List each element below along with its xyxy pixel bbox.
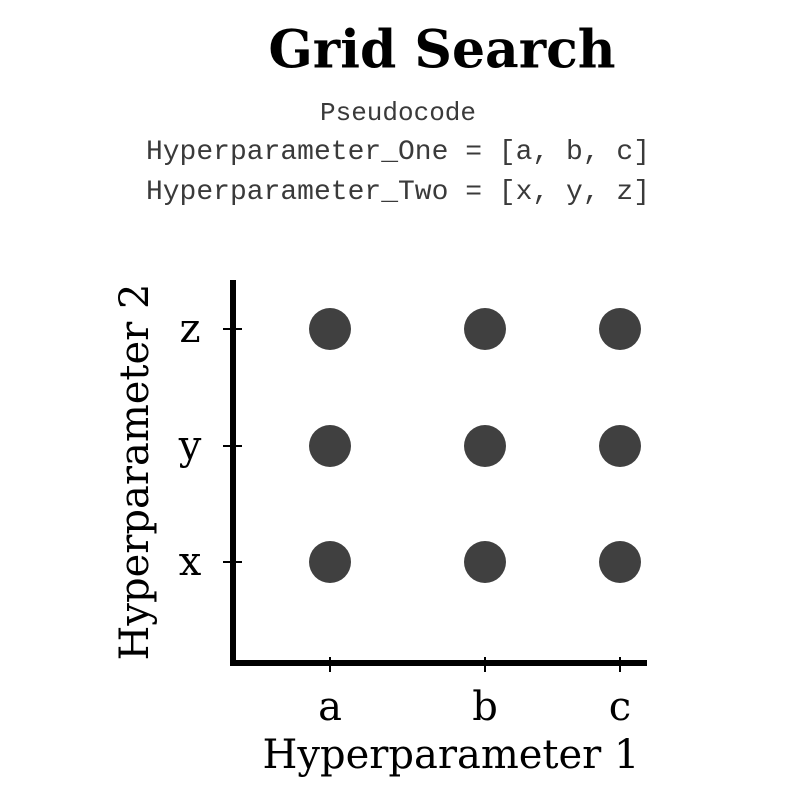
x-tick-label: a bbox=[318, 684, 342, 730]
x-tick-label: c bbox=[609, 684, 631, 730]
y-tick-label: x bbox=[179, 539, 202, 585]
page-title: Grid Search bbox=[268, 19, 616, 81]
grid-point bbox=[599, 425, 641, 467]
x-ticks: a b c bbox=[318, 657, 631, 730]
y-tick-label: y bbox=[178, 423, 202, 469]
grid-point bbox=[464, 541, 506, 583]
grid-point bbox=[599, 541, 641, 583]
y-tick-label: z bbox=[179, 306, 200, 352]
x-axis-label: Hyperparameter 1 bbox=[263, 732, 640, 778]
grid-point bbox=[464, 308, 506, 350]
grid-point bbox=[309, 425, 351, 467]
grid-point bbox=[599, 308, 641, 350]
axes bbox=[230, 280, 647, 666]
x-tick-label: b bbox=[472, 684, 498, 730]
grid-point bbox=[464, 425, 506, 467]
y-axis-label: Hyperparameter 2 bbox=[112, 284, 158, 661]
pseudocode-line-two: Hyperparameter_Two = [x, y, z] bbox=[145, 177, 651, 208]
pseudocode-label: Pseudocode bbox=[319, 98, 477, 128]
points bbox=[309, 308, 641, 583]
pseudocode-line-one: Hyperparameter_One = [a, b, c] bbox=[145, 137, 651, 168]
y-ticks: x y z bbox=[178, 306, 242, 585]
grid-point bbox=[309, 308, 351, 350]
grid-point bbox=[309, 541, 351, 583]
